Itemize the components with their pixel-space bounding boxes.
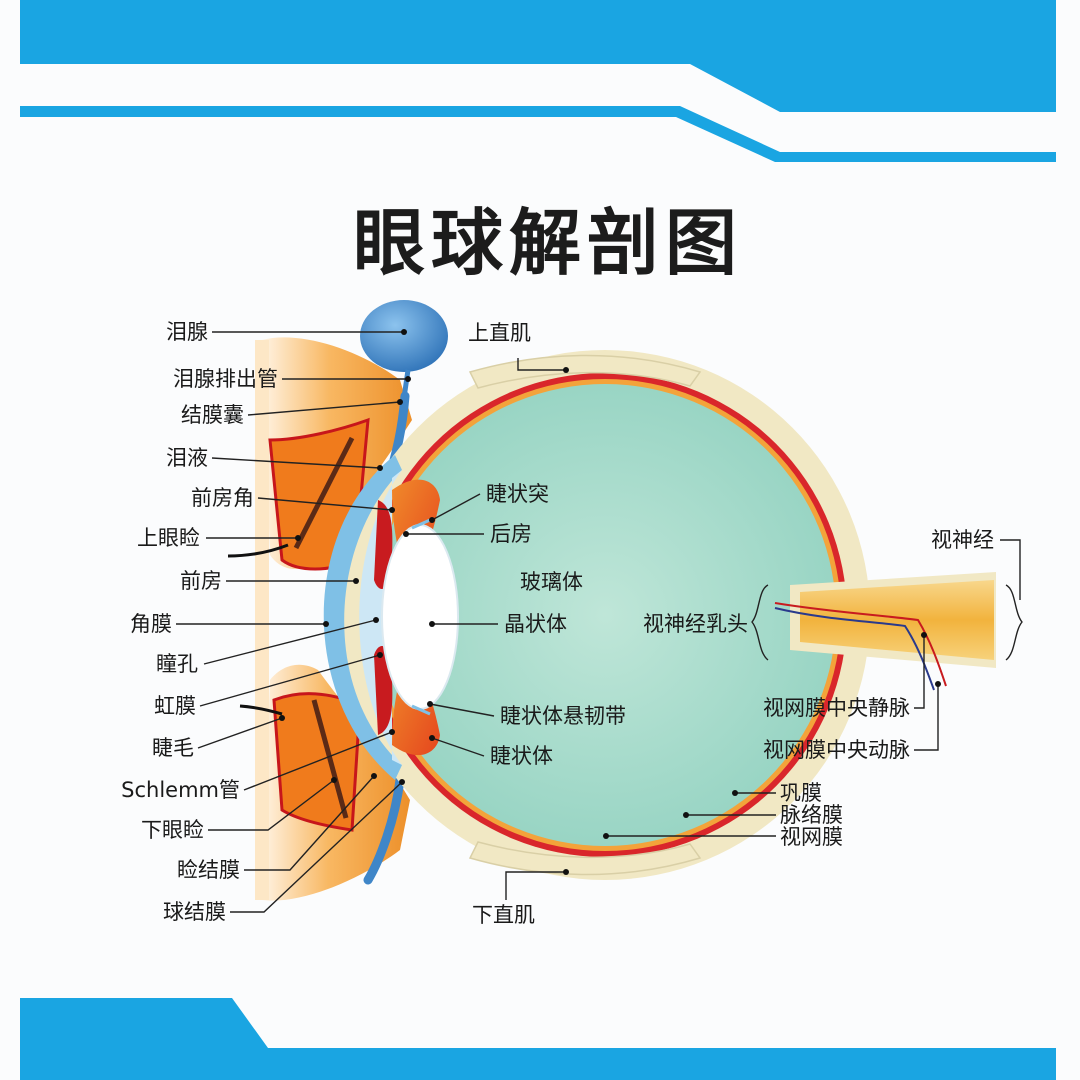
label-optic-disc: 视神经乳头	[643, 612, 748, 636]
label-palpebral-conjunctiva: 睑结膜	[177, 858, 240, 882]
label-schlemm-canal: Schlemm管	[121, 778, 240, 802]
label-central-retinal-vein: 视网膜中央静脉	[763, 696, 910, 720]
label-cornea: 角膜	[130, 612, 172, 636]
zonule-fibers	[411, 518, 431, 716]
label-pupil: 瞳孔	[156, 652, 198, 676]
lacrimal-duct	[401, 369, 411, 399]
label-vitreous-body: 玻璃体	[520, 570, 583, 594]
label-retina: 视网膜	[780, 825, 843, 849]
label-ciliary-body: 睫状体	[490, 744, 553, 768]
optic-nerve	[774, 572, 996, 691]
retinal-vein-vessel	[774, 607, 935, 691]
lower-conjunctiva	[363, 775, 405, 885]
leader-lines	[176, 329, 411, 913]
anatomy-labels: 泪腺 泪腺排出管 结膜囊 泪液 前房角 上眼睑 前房 角膜 瞳孔 虹膜 睫毛 S…	[121, 320, 994, 927]
label-sclera: 巩膜	[780, 781, 822, 805]
top-banner	[20, 0, 1056, 162]
label-superior-rectus: 上直肌	[468, 321, 531, 345]
page-title: 眼球解剖图	[353, 200, 743, 285]
label-anterior-chamber-angle: 前房角	[191, 486, 254, 510]
vitreous-body	[374, 384, 836, 846]
label-central-retinal-artery: 视网膜中央动脉	[763, 738, 910, 762]
retinal-artery-vessel	[774, 602, 947, 687]
leader-lines-right	[403, 358, 1021, 900]
superior-rectus-muscle	[468, 354, 702, 389]
label-iris: 虹膜	[154, 694, 196, 718]
label-lacrimal-duct: 泪腺排出管	[173, 367, 278, 391]
label-lens: 晶状体	[504, 612, 567, 636]
label-inferior-rectus: 下直肌	[472, 903, 535, 927]
cornea	[323, 455, 402, 780]
label-lacrimal-gland: 泪腺	[166, 320, 208, 344]
optic-nerve-brace	[1005, 584, 1023, 661]
eyeball	[340, 350, 870, 880]
label-bulbar-conjunctiva: 球结膜	[163, 900, 226, 924]
label-tears: 泪液	[166, 446, 208, 470]
label-optic-nerve: 视神经	[931, 528, 994, 552]
label-choroid: 脉络膜	[780, 803, 843, 827]
lens	[381, 524, 459, 710]
label-posterior-chamber: 后房	[490, 522, 532, 546]
label-lower-eyelid: 下眼睑	[141, 818, 204, 842]
optic-disc-brace	[751, 584, 769, 661]
label-eyelash: 睫毛	[152, 736, 194, 760]
label-upper-eyelid: 上眼睑	[137, 526, 200, 550]
eyelash-lower	[239, 704, 283, 716]
bottom-banner	[20, 998, 1056, 1080]
label-anterior-chamber: 前房	[180, 569, 222, 593]
label-zonule: 睫状体悬韧带	[500, 704, 626, 728]
label-conjunctival-sac: 结膜囊	[181, 403, 244, 427]
label-ciliary-process: 睫状突	[486, 482, 549, 506]
lacrimal-gland	[360, 300, 448, 372]
eyelash-upper	[227, 543, 289, 558]
